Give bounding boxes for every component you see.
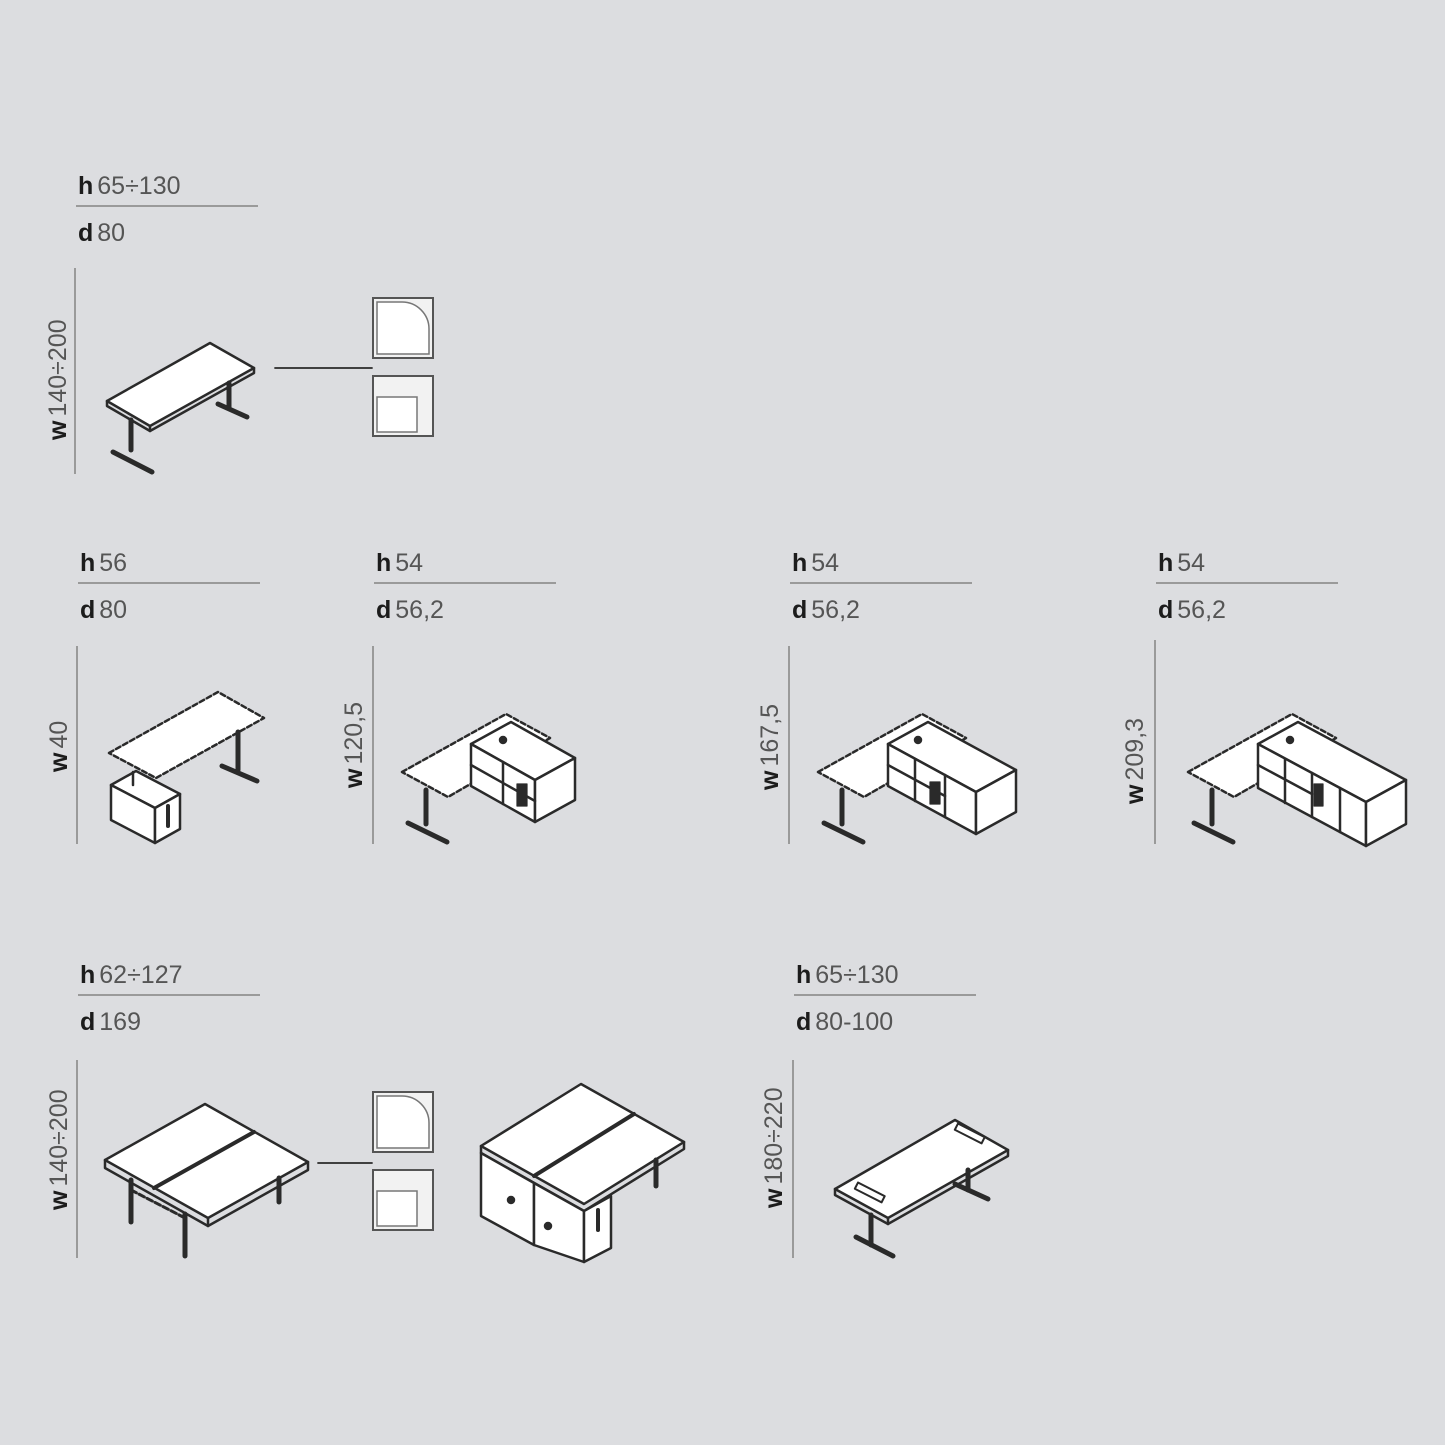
depth-key: d	[78, 219, 94, 247]
depth-value: 56,2	[1177, 596, 1226, 624]
depth-key: d	[796, 1008, 812, 1036]
spec-divider	[76, 205, 258, 207]
spec-divider	[374, 582, 556, 584]
width-line	[372, 646, 374, 844]
height-key: h	[376, 549, 392, 577]
width-line	[74, 268, 76, 474]
height-value: 54	[1177, 549, 1206, 577]
height-key: h	[792, 549, 808, 577]
depth-value: 80-100	[815, 1008, 894, 1036]
spec-divider	[78, 994, 260, 996]
depth-value: 169	[99, 1008, 141, 1036]
height-key: h	[80, 961, 96, 989]
depth-value: 80	[99, 596, 128, 624]
spec-divider	[78, 582, 260, 584]
depth-value: 56,2	[395, 596, 444, 624]
depth-value: 56,2	[811, 596, 860, 624]
depth-key: d	[80, 1008, 96, 1036]
height-value: 62÷127	[99, 961, 183, 989]
square-corner-icon	[372, 1169, 434, 1231]
height-value: 65÷130	[97, 172, 181, 200]
bench-pedestal-drawing	[479, 1082, 686, 1264]
height-key: h	[78, 172, 94, 200]
desk-return-2-drawing	[816, 712, 1018, 845]
width-line	[788, 646, 790, 844]
height-value: 54	[811, 549, 840, 577]
depth-key: d	[80, 596, 96, 624]
desk-large-drawing	[833, 1118, 1010, 1259]
desk-pedestal-drawing	[107, 690, 266, 845]
height-value: 56	[99, 549, 128, 577]
spec-divider	[790, 582, 972, 584]
bench-double-drawing	[103, 1102, 310, 1259]
depth-key: d	[376, 596, 392, 624]
width-line	[1154, 640, 1156, 844]
height-value: 54	[395, 549, 424, 577]
spec-divider	[1156, 582, 1338, 584]
depth-value: 80	[97, 219, 126, 247]
depth-key: d	[792, 596, 808, 624]
depth-key: d	[1158, 596, 1174, 624]
width-line	[792, 1060, 794, 1258]
height-key: h	[796, 961, 812, 989]
desk-single-drawing	[105, 341, 256, 475]
rounded-corner-icon	[372, 297, 434, 359]
width-line	[76, 1060, 78, 1258]
desk-return-3-drawing	[1186, 712, 1408, 848]
spec-divider	[794, 994, 976, 996]
square-corner-icon	[372, 375, 434, 437]
height-value: 65÷130	[815, 961, 899, 989]
width-line	[76, 646, 78, 844]
rounded-corner-icon	[372, 1091, 434, 1153]
height-key: h	[80, 549, 96, 577]
height-key: h	[1158, 549, 1174, 577]
desk-return-1-drawing	[400, 712, 577, 845]
